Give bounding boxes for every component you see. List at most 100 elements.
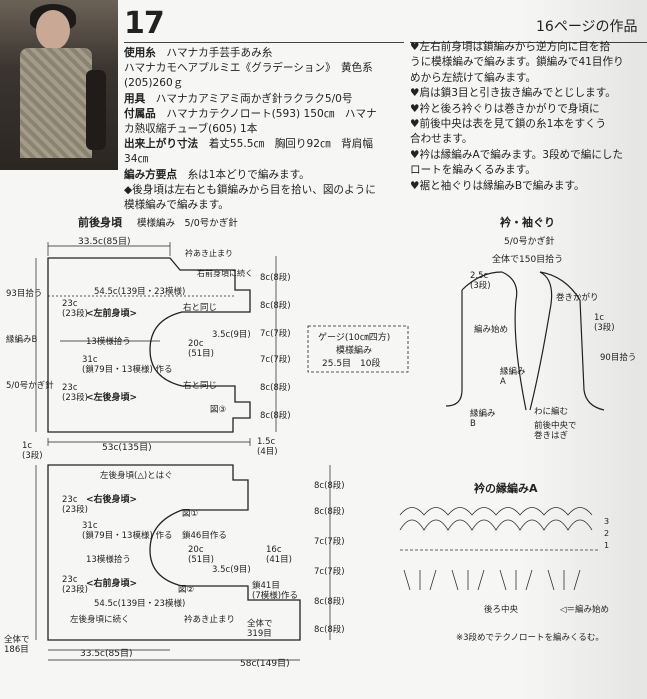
right-front-cont: 右前身頃に続く (197, 268, 253, 278)
rows-column-top: 8c(8段) 8c(8段) 7c(7段) 7c(7段) 8c(8段) 8c(8段… (260, 256, 291, 432)
dim-3-5c: 3.5c(9目) (212, 330, 251, 340)
dimension-lines-bottom (35, 465, 300, 661)
gauge-box: ゲージ(10㎝四方) 模様編み 25.5目 10段 (307, 325, 409, 373)
rows-93: 93目拾う (6, 288, 42, 299)
rows-8c: 8c(8段) (260, 272, 291, 283)
dim-23c-a: 23c(23段) (62, 299, 88, 319)
rows-8c: 8c(8段) (260, 410, 291, 421)
row-2: 2 (604, 529, 609, 538)
dim-1-5c: 1.5c(4目) (257, 437, 278, 457)
dim-shoulder: 54.5c(139目・23模様) (94, 286, 185, 297)
rows-90: 90目拾う (600, 352, 636, 363)
dim-58c: 58c(149目) (240, 658, 290, 669)
hook-label: 5/0号かぎ針 (6, 380, 54, 391)
neck-opening-stop-b: 衿あき止まり (184, 614, 235, 625)
points-label: 編み方要点 (124, 168, 177, 181)
points-2: ◆後身頃は左右とも鎖編みから目を拾い、図のように (124, 183, 376, 196)
row-3: 3 (604, 517, 609, 526)
pick-13: 13模様拾う (86, 336, 131, 347)
whip-stitch: 巻きかがり (556, 292, 599, 303)
edging-footnote: ※3段めでテクノロートを編みくるむ。 (456, 632, 604, 643)
dim-shoulder-b: 54.5c(139目・23模様) (94, 598, 185, 609)
dim-23c-d: 23c(23段) (62, 575, 88, 595)
body-diagram-subtitle: 模様編み 5/0号かぎ針 (137, 217, 238, 229)
dim-20c-b: 20c(51目) (188, 545, 214, 565)
rows-column-bottom: 8c(8段) 8c(8段) 7c(7段) 7c(7段) 8c(8段) 8c(8段… (314, 465, 345, 640)
notions-cont: カ熱収縮チューブ(605) 1本 (124, 123, 258, 136)
notions-label: 付属品 (124, 107, 156, 120)
dim-53c: 53c(135目) (102, 442, 152, 453)
back-piece-outline (47, 464, 301, 641)
gauge-value: 25.5目 10段 (322, 357, 381, 369)
dim-23c-b: 23c(23段) (62, 383, 88, 403)
start-marker: ◁＝編み始め (560, 604, 609, 615)
neck-opening-stop: 衿あき止まり (185, 248, 233, 258)
dim-16c: 16c(41目) (266, 545, 292, 565)
pattern-diagrams: 前後身頃 模様編み 5/0号かぎ針 33.5c(85目) 衿あき止まり 右前身頃… (4, 215, 636, 669)
front-piece-outline (47, 257, 251, 433)
page-reference: 16ページの作品 (536, 19, 638, 35)
gauge-title: ゲージ(10㎝四方) (318, 331, 390, 343)
points: 糸は1本どりで編みます。 (187, 168, 310, 181)
yarn-brand: ハマナカ手芸手あみ糸 (166, 47, 273, 59)
yarn-label: 使用糸 (124, 47, 156, 59)
note-line: ♥左右前身頃は鎖編みから逆方向に目を拾 (410, 41, 611, 53)
dim-20c: 20c(51目) (188, 339, 214, 359)
fig-2: 図② (178, 585, 194, 595)
divider (124, 42, 404, 43)
size-cont: 34㎝ (124, 153, 149, 166)
pick-13-b: 13模様拾う (86, 554, 131, 565)
collar-diagram-title: 衿・袖ぐり (500, 215, 555, 229)
note-line: ♥衿と後ろ衿ぐりは巻きかがりで身頃に (410, 102, 600, 115)
label-right-front: <右前身頃> (86, 577, 137, 589)
model-photo (0, 0, 118, 170)
rows-8c: 8c(8段) (260, 300, 291, 311)
yarn-name: ハマナカモヘアプルミエ《グラデーション》 (124, 62, 331, 75)
gauge-pattern: 模様編み (336, 344, 372, 356)
note-line: うに模様編みで編みます。鎖編みで41目作り (410, 56, 624, 69)
rows-7c: 7c(7段) (314, 536, 345, 547)
note-line: ロートを編みくるみます。 (410, 164, 536, 177)
dim-31c: 31c(鎖79目・13模様) 作る (82, 355, 172, 375)
row-1: 1 (604, 541, 609, 550)
chain-46: 鎖46目作る (182, 530, 227, 541)
ring-knit: わに編む (534, 406, 568, 417)
rows-8c: 8c(8段) (260, 382, 291, 393)
collar-diagram-subtitle: 5/0号かぎ針 (504, 235, 555, 247)
rows-8c: 8c(8段) (314, 596, 345, 607)
rows-8c: 8c(8段) (314, 624, 345, 635)
rows-7c: 7c(7段) (314, 566, 345, 577)
label-left-front: <左前身頃> (86, 307, 137, 319)
note-line: ♥前後中央は表を見て鎖の糸1本をすくう (410, 118, 607, 131)
side-vertical-labels: 93目拾う 縁編みB 5/0号かぎ針 (6, 288, 54, 391)
collar-pick-150: 全体で150目拾う (492, 253, 563, 265)
points-3: 模様編みで編みます。 (124, 199, 229, 212)
rows-7c: 7c(7段) (260, 328, 291, 339)
instruction-notes: ♥左右前身頃は鎖編みから逆方向に目を拾 うに模様編みで編みます。鎖編みで41目作… (410, 40, 647, 194)
yarn-color: 黄色系 (340, 62, 373, 75)
notions: ハマナカテクノロート(593) 150㎝ ハマナ (166, 107, 377, 120)
collar-2-5c: 2.5c(3段) (470, 271, 491, 291)
left-back-join: 左後身頃(△)とはぐ (100, 470, 173, 481)
materials-block: 使用糸 ハマナカ手芸手あみ糸 ハマナカモヘアプルミエ《グラデーション》 黄色系 … (124, 46, 402, 213)
work-start: 編み始め (474, 324, 508, 335)
right-same-1: 右と同じ (183, 302, 217, 313)
dim-top-width-b: 33.5c(85目) (80, 648, 132, 659)
label-right-back: <右後身頃> (86, 493, 137, 505)
rows-8c: 8c(8段) (314, 480, 345, 491)
chain-41: 鎖41目(7模様)作る (252, 580, 298, 601)
dim-top-width: 33.5c(85目) (78, 236, 130, 247)
note-line: めから左続けて編みます。 (410, 71, 537, 84)
rows-8c: 8c(8段) (314, 506, 345, 517)
note-line: ♥衿は縁編みAで編みます。3段めで編にした (410, 148, 624, 161)
edge-b-label: 縁編みB (6, 334, 38, 345)
note-line: 合わせます。 (410, 133, 473, 146)
rows-7c: 7c(7段) (260, 354, 291, 365)
fig-3: 図③ (210, 405, 226, 415)
edging-chart (399, 507, 600, 591)
size: 着丈55.5㎝ 胸回り92㎝ 背肩幅 (208, 138, 373, 151)
back-center: 後ろ中央 (484, 604, 519, 615)
